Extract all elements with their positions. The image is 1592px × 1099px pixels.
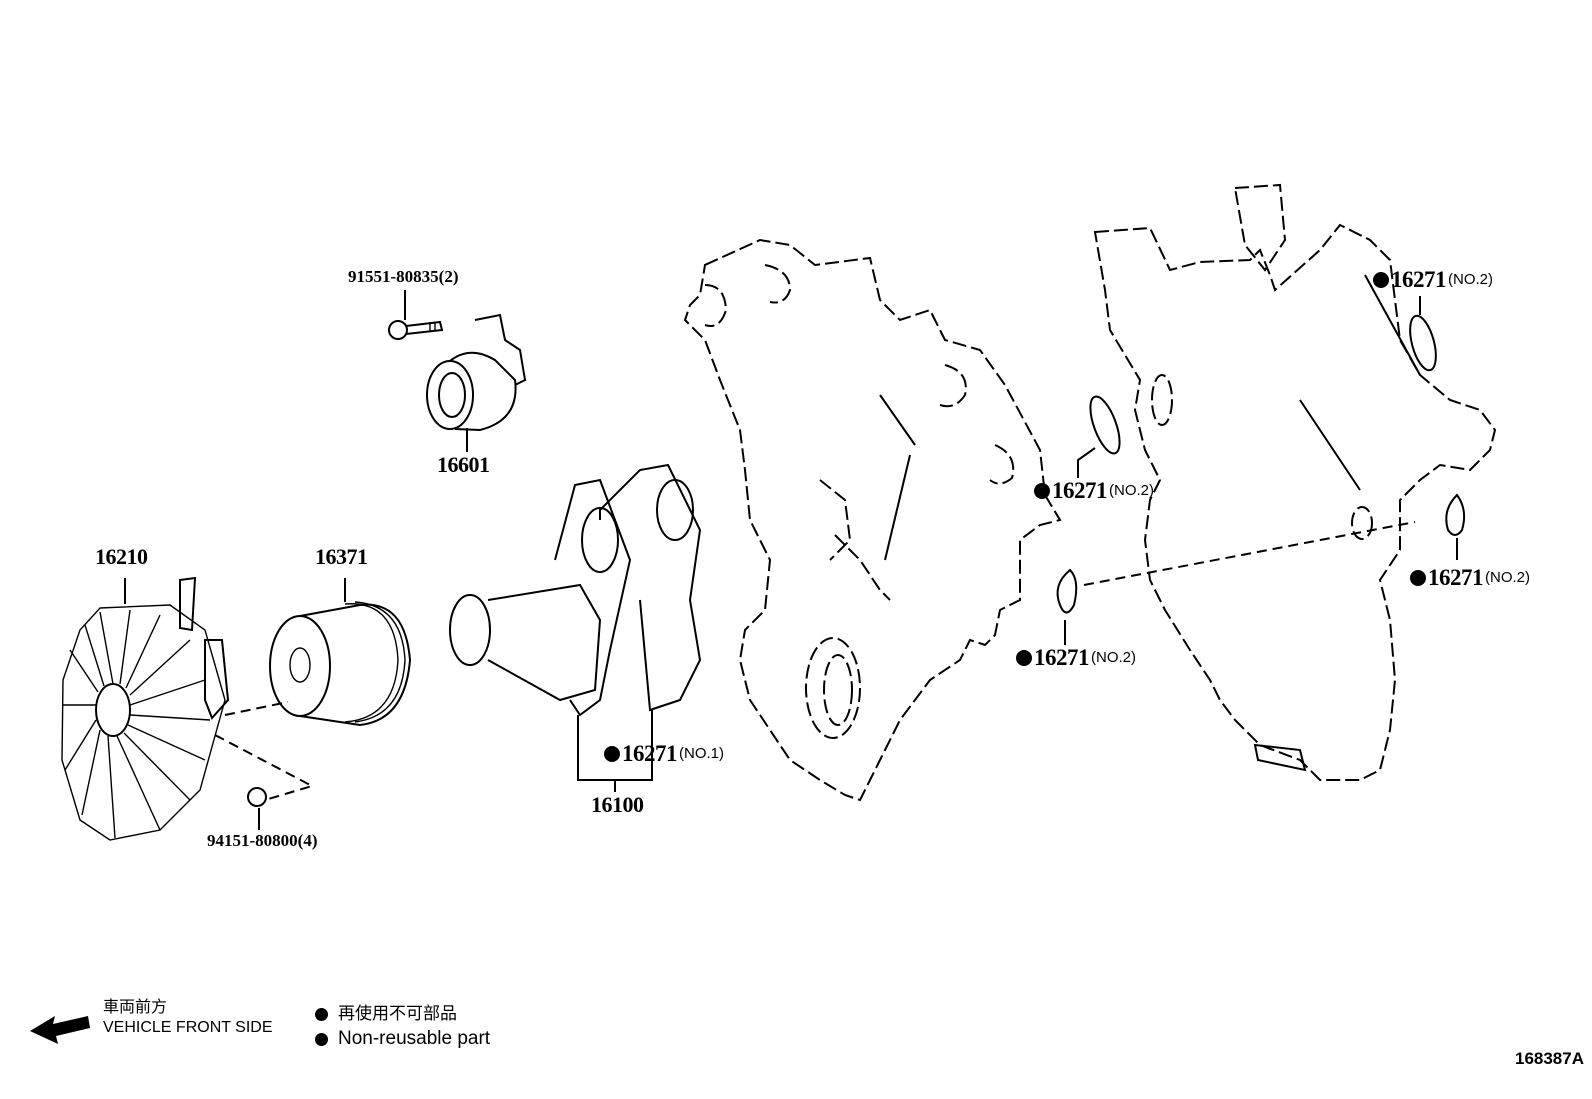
fan-clutch-icon (61, 576, 315, 841)
gasket-callout-no2-d[interactable]: 16271 (NO.2) (1410, 566, 1530, 589)
part-label-tensioner[interactable]: 16601 (437, 452, 490, 477)
bolt-icon (388, 290, 444, 340)
tensioner-icon (426, 313, 527, 452)
part-label-bolt[interactable]: 91551-80835(2) (348, 267, 459, 286)
non-reusable-jp: 再使用不可部品 (338, 1004, 457, 1023)
timing-cover-rear-icon (1083, 183, 1497, 781)
non-reusable-legend: 再使用不可部品 Non-reusable part (315, 1004, 490, 1051)
gasket-note: (NO.1) (679, 745, 724, 762)
part-label-water-pump[interactable]: 16100 (591, 792, 644, 817)
nut-icon (247, 787, 267, 830)
non-reusable-dot-icon (1373, 271, 1389, 288)
non-reusable-dot-icon (1410, 569, 1426, 586)
gasket-number: 16271 (1391, 267, 1447, 292)
non-reusable-en: Non-reusable part (338, 1028, 491, 1050)
non-reusable-dot-icon (315, 1007, 328, 1021)
fan-pulley-icon (269, 578, 412, 727)
non-reusable-dot-icon (1034, 482, 1050, 499)
non-reusable-dot-icon (315, 1033, 328, 1047)
part-label-fan-clutch[interactable]: 16210 (95, 544, 148, 569)
front-arrow-icon (30, 1016, 90, 1044)
gasket-note: (NO.2) (1448, 271, 1493, 288)
vehicle-front-jp: 車両前方 (103, 999, 168, 1016)
gasket-callout-no2-c[interactable]: 16271 (NO.2) (1373, 268, 1493, 291)
gasket-note: (NO.2) (1485, 569, 1530, 586)
non-reusable-dot-icon (1016, 649, 1032, 666)
gasket-callout-no2-b[interactable]: 16271 (NO.2) (1016, 646, 1136, 669)
vehicle-front-legend: 車両前方 VEHICLE FRONT SIDE (103, 998, 273, 1038)
water-pump-icon (449, 463, 702, 792)
non-reusable-dot-icon (604, 745, 620, 762)
gasket-callout-no1[interactable]: 16271 (NO.1) (604, 742, 724, 765)
gasket-callout-no2-a[interactable]: 16271 (NO.2) (1034, 479, 1154, 502)
part-label-fan-pulley[interactable]: 16371 (315, 544, 368, 569)
gasket-note: (NO.2) (1091, 649, 1136, 666)
gasket-number: 16271 (1034, 645, 1090, 670)
gasket-icon (1056, 296, 1466, 645)
vehicle-front-en: VEHICLE FRONT SIDE (103, 1019, 273, 1036)
gasket-number: 16271 (622, 741, 678, 766)
timing-cover-front-icon (683, 238, 1062, 802)
gasket-number: 16271 (1052, 478, 1108, 503)
gasket-note: (NO.2) (1109, 482, 1154, 499)
part-label-clutch-nut[interactable]: 94151-80800(4) (207, 831, 318, 850)
figure-id: 168387A (1514, 1049, 1584, 1068)
gasket-number: 16271 (1428, 565, 1484, 590)
